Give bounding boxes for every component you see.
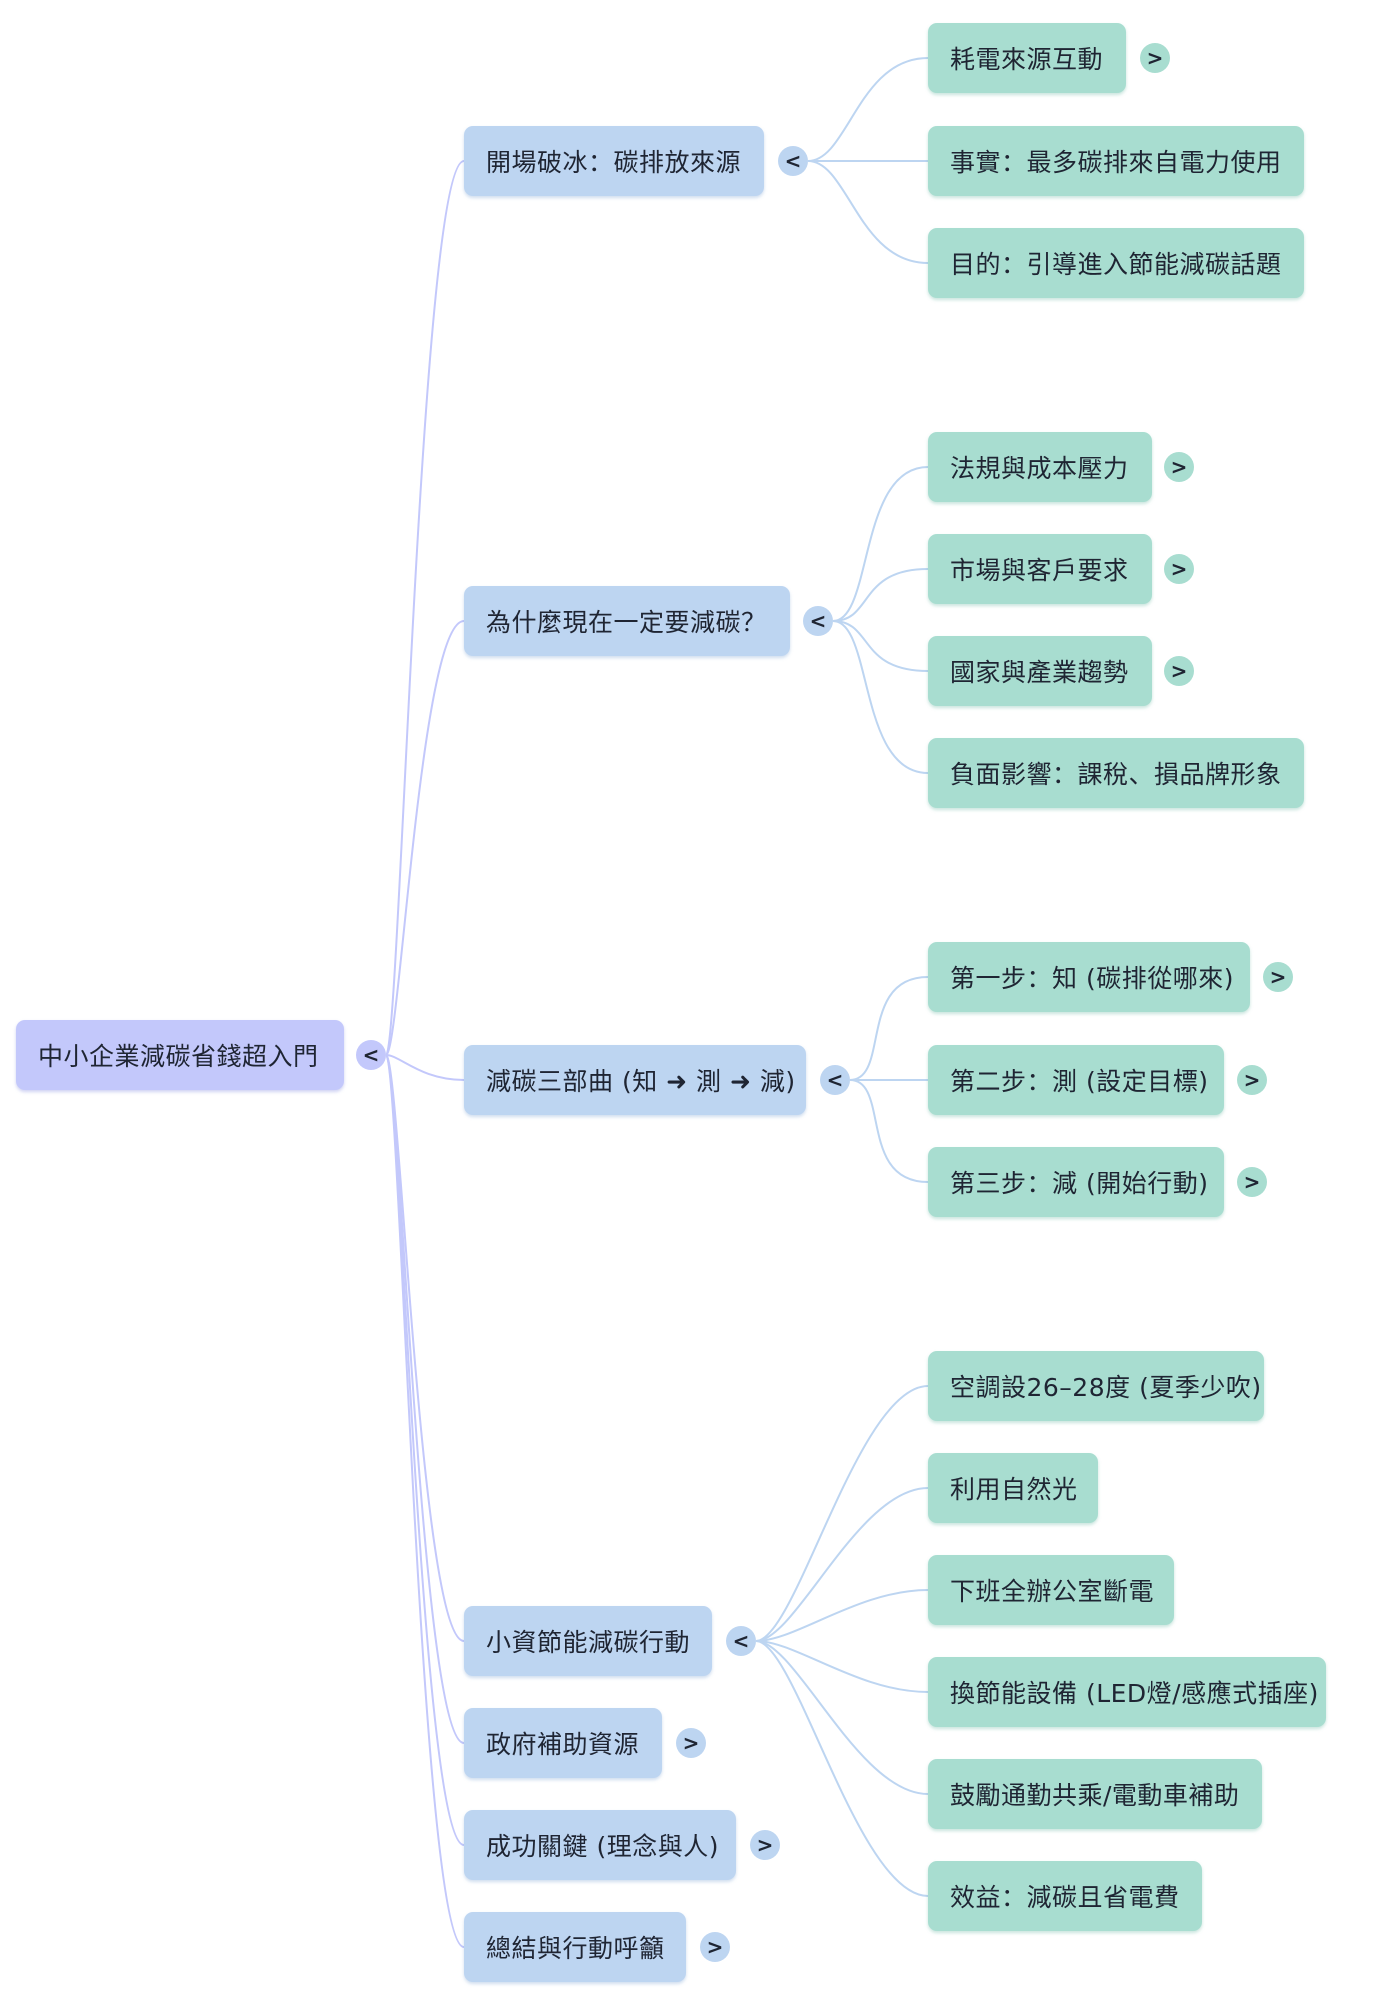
branch-collapse-toggle[interactable]: <: [726, 1626, 756, 1656]
leaf-label: 耗電來源互動: [950, 45, 1104, 74]
branch-leaf-connector: [832, 568, 929, 622]
branch-collapse-toggle[interactable]: <: [803, 606, 833, 636]
leaf-node[interactable]: 下班全辦公室斷電: [928, 1555, 1174, 1625]
branch-leaf-connector: [755, 1640, 929, 1795]
branch-label: 減碳三部曲 (知 ➜ 測 ➜ 減): [486, 1067, 796, 1096]
branch-leaf-connector: [832, 620, 929, 774]
leaf-label: 下班全辦公室斷電: [950, 1577, 1155, 1606]
branch-leaf-connector: [849, 976, 929, 1081]
branch-label: 成功關鍵 (理念與人): [486, 1832, 719, 1861]
leaf-node[interactable]: 第一步：知 (碳排從哪來): [928, 942, 1250, 1012]
branch-node-small-actions[interactable]: 小資節能減碳行動: [464, 1606, 712, 1676]
branch-leaf-connector: [832, 466, 929, 622]
leaf-node[interactable]: 耗電來源互動: [928, 23, 1126, 93]
branch-leaf-connector: [832, 620, 929, 672]
branch-leaf-connector: [755, 1640, 929, 1693]
leaf-node[interactable]: 負面影響：課稅、損品牌形象: [928, 738, 1304, 808]
root-node[interactable]: 中小企業減碳省錢超入門: [16, 1020, 344, 1090]
leaf-expand-toggle[interactable]: >: [1140, 43, 1170, 73]
root-branch-connector: [385, 1054, 465, 1081]
root-branch-connector: [385, 1054, 465, 1744]
leaf-node[interactable]: 目的：引導進入節能減碳話題: [928, 228, 1304, 298]
leaf-node[interactable]: 事實：最多碳排來自電力使用: [928, 126, 1304, 196]
branch-leaf-connector: [807, 57, 929, 162]
branch-label: 開場破冰：碳排放來源: [486, 148, 742, 177]
branch-leaf-connector: [807, 160, 929, 264]
leaf-node[interactable]: 第三步：減 (開始行動): [928, 1147, 1224, 1217]
leaf-expand-toggle[interactable]: >: [1164, 554, 1194, 584]
leaf-label: 第三步：減 (開始行動): [950, 1169, 1209, 1198]
leaf-node[interactable]: 效益：減碳且省電費: [928, 1861, 1202, 1931]
branch-expand-toggle[interactable]: >: [750, 1830, 780, 1860]
root-branch-connector: [385, 1054, 465, 1948]
root-branch-connector: [385, 160, 465, 1056]
leaf-label: 第一步：知 (碳排從哪來): [950, 964, 1234, 993]
leaf-label: 事實：最多碳排來自電力使用: [950, 148, 1282, 177]
leaf-node[interactable]: 法規與成本壓力: [928, 432, 1152, 502]
root-branch-connector: [385, 1054, 465, 1642]
leaf-label: 鼓勵通勤共乘/電動車補助: [950, 1781, 1240, 1810]
branch-label: 小資節能減碳行動: [486, 1628, 691, 1657]
branch-node-success-keys[interactable]: 成功關鍵 (理念與人): [464, 1810, 736, 1880]
leaf-label: 市場與客戶要求: [950, 556, 1129, 585]
leaf-expand-toggle[interactable]: >: [1164, 656, 1194, 686]
leaf-label: 第二步：測 (設定目標): [950, 1067, 1209, 1096]
branch-label: 為什麼現在一定要減碳？: [486, 608, 767, 637]
leaf-node[interactable]: 換節能設備 (LED燈/感應式插座): [928, 1657, 1326, 1727]
leaf-node[interactable]: 空調設26–28度 (夏季少吹): [928, 1351, 1264, 1421]
leaf-label: 換節能設備 (LED燈/感應式插座): [950, 1679, 1319, 1708]
branch-node-subsidies[interactable]: 政府補助資源: [464, 1708, 662, 1778]
leaf-label: 目的：引導進入節能減碳話題: [950, 250, 1282, 279]
leaf-expand-toggle[interactable]: >: [1237, 1065, 1267, 1095]
leaf-node[interactable]: 國家與產業趨勢: [928, 636, 1152, 706]
leaf-label: 負面影響：課稅、損品牌形象: [950, 760, 1282, 789]
branch-label: 總結與行動呼籲: [486, 1934, 665, 1963]
branch-node-why-now[interactable]: 為什麼現在一定要減碳？: [464, 586, 790, 656]
leaf-node[interactable]: 鼓勵通勤共乘/電動車補助: [928, 1759, 1262, 1829]
branch-expand-toggle[interactable]: >: [700, 1932, 730, 1962]
branch-leaf-connector: [755, 1640, 929, 1897]
leaf-node[interactable]: 市場與客戶要求: [928, 534, 1152, 604]
leaf-label: 效益：減碳且省電費: [950, 1883, 1180, 1912]
leaf-expand-toggle[interactable]: >: [1263, 962, 1293, 992]
branch-leaf-connector: [755, 1487, 929, 1642]
leaf-label: 利用自然光: [950, 1475, 1078, 1504]
leaf-label: 空調設26–28度 (夏季少吹): [950, 1373, 1262, 1402]
branch-node-three-steps[interactable]: 減碳三部曲 (知 ➜ 測 ➜ 減): [464, 1045, 806, 1115]
leaf-label: 國家與產業趨勢: [950, 658, 1129, 687]
branch-label: 政府補助資源: [486, 1730, 640, 1759]
root-node-label: 中小企業減碳省錢超入門: [38, 1042, 319, 1071]
branch-node-icebreaker[interactable]: 開場破冰：碳排放來源: [464, 126, 764, 196]
root-branch-connector: [385, 620, 465, 1056]
branch-leaf-connector: [755, 1385, 929, 1642]
leaf-label: 法規與成本壓力: [950, 454, 1129, 483]
leaf-node[interactable]: 第二步：測 (設定目標): [928, 1045, 1224, 1115]
branch-leaf-connector: [849, 1079, 929, 1183]
branch-collapse-toggle[interactable]: <: [778, 146, 808, 176]
leaf-expand-toggle[interactable]: >: [1237, 1167, 1267, 1197]
branch-node-summary[interactable]: 總結與行動呼籲: [464, 1912, 686, 1982]
leaf-node[interactable]: 利用自然光: [928, 1453, 1098, 1523]
leaf-expand-toggle[interactable]: >: [1164, 452, 1194, 482]
branch-leaf-connector: [755, 1589, 929, 1642]
branch-collapse-toggle[interactable]: <: [820, 1065, 850, 1095]
branch-expand-toggle[interactable]: >: [676, 1728, 706, 1758]
root-collapse-toggle[interactable]: <: [356, 1040, 386, 1070]
